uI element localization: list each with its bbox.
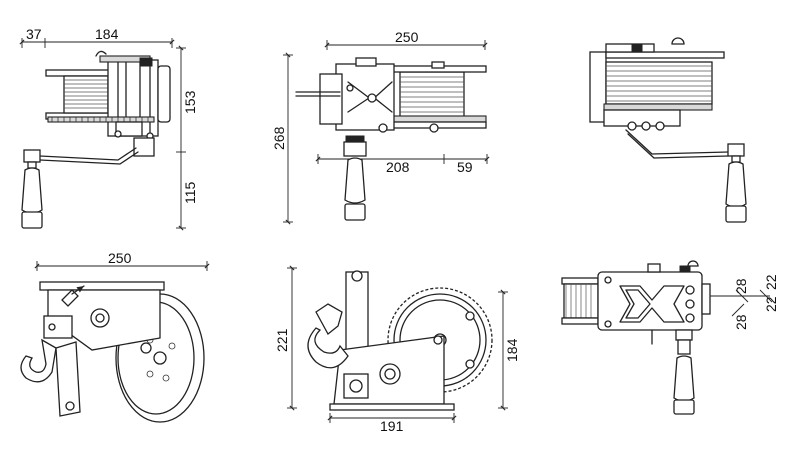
dim-22-b: 22	[763, 296, 779, 312]
dim-268: 268	[271, 126, 287, 150]
view-top-left: 37 184 153 115	[19, 26, 198, 231]
dim-115: 115	[182, 181, 198, 204]
dim-59: 59	[457, 159, 473, 175]
dim-22-a: 22	[763, 274, 779, 290]
dim-250-bottom: 250	[108, 250, 132, 266]
dim-184: 184	[95, 26, 119, 42]
view-bottom-center: 221 191 184	[274, 265, 520, 434]
dim-184-gear: 184	[504, 338, 520, 362]
view-top-center: 250 268 208 59	[271, 29, 490, 225]
dim-208: 208	[386, 159, 410, 175]
dim-37: 37	[26, 26, 42, 42]
dim-191: 191	[380, 418, 404, 434]
dim-250-top: 250	[395, 29, 419, 45]
view-bottom-right: 28 28 22 22	[561, 260, 779, 415]
view-bottom-left: 250	[20, 250, 210, 423]
dim-28-b: 28	[733, 314, 749, 330]
dim-28-a: 28	[733, 278, 749, 294]
dim-221: 221	[274, 328, 290, 352]
view-top-right	[589, 37, 747, 223]
dim-153: 153	[182, 90, 198, 114]
